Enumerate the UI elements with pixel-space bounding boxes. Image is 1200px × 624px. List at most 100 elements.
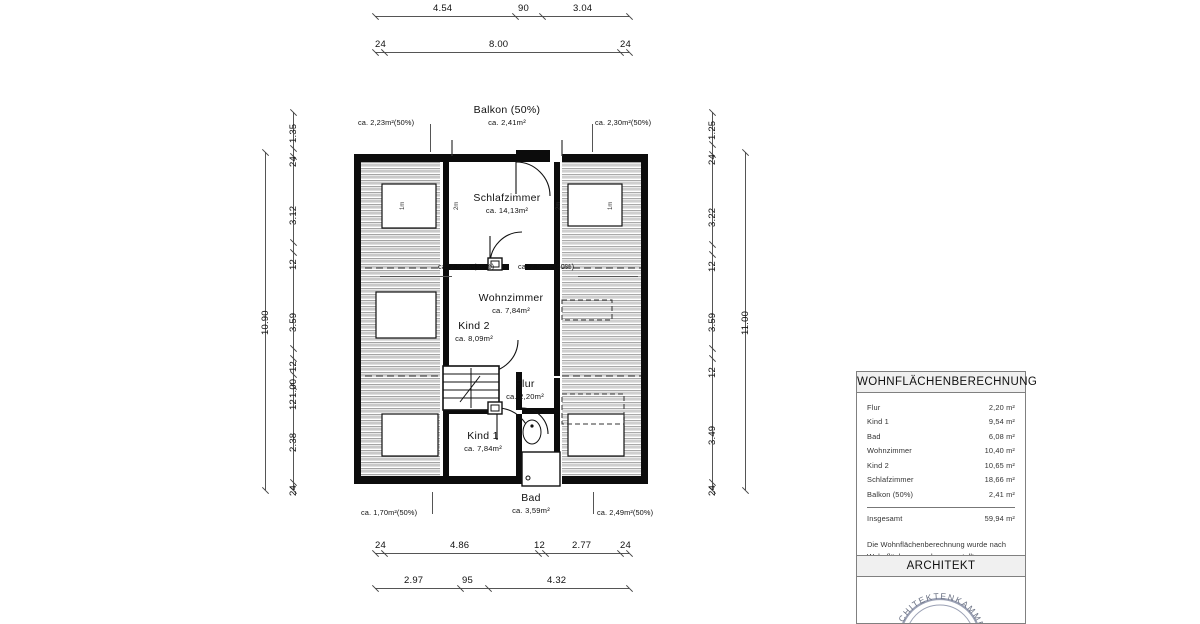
room-name-schlafzimmer: Schlafzimmer xyxy=(473,192,541,204)
room-name-kind-1: Kind 1 xyxy=(467,430,499,442)
dim-top2-2: 24 xyxy=(620,39,631,50)
dim-left-7: 12 xyxy=(288,399,299,410)
area-row-value: 2,41 m² xyxy=(988,489,1015,499)
room-label-wohnzimmer: Wohnzimmer ca. 7,84m² xyxy=(452,292,570,315)
room-area-balkon: ca. 2,41m² xyxy=(488,118,526,127)
area-total-row: Insgesamt 59,94 m² xyxy=(867,512,1015,526)
slope-label-bottom-left: ca. 1,70m²(50%) xyxy=(361,508,418,517)
room-label-kind-2: Kind 2 ca. 8,09m² xyxy=(434,320,514,343)
slope-label-top-left: ca. 2,23m²(50%) xyxy=(358,118,415,127)
dim-left-8: 2.38 xyxy=(288,432,299,452)
area-row: Schlafzimmer 18,66 m² xyxy=(867,473,1015,487)
area-calculation-panel: WOHNFLÄCHENBERECHNUNG Flur 2,20 m² Kind … xyxy=(856,371,1037,574)
room-label-bad: Bad ca. 3,59m² xyxy=(496,492,566,515)
room-label-schlafzimmer: Schlafzimmer ca. 14,13m² xyxy=(448,192,566,215)
dim-top1-2: 3.04 xyxy=(573,3,593,14)
area-row-label: Balkon (50%) xyxy=(867,489,914,499)
area-note-line-1: Die Wohnflächenberechnung wurde nach xyxy=(867,539,1007,549)
dim-right-4: 3.59 xyxy=(707,312,718,332)
dim-right-2: 3.22 xyxy=(707,207,718,227)
room-name-bad: Bad xyxy=(521,492,541,504)
height-marker-1m-left-upper: 1m xyxy=(400,201,406,210)
room-label-kind-1: Kind 1 ca. 7,84m² xyxy=(443,430,523,453)
dim-right-5: 12 xyxy=(707,367,718,378)
slope-label-top-right: ca. 2,30m²(50%) xyxy=(595,118,652,127)
dim-top2-0: 24 xyxy=(375,39,386,50)
floor-plan-drawing: 1m 2m 2m 1m Balkon (50%) ca. 2,41m² Schl… xyxy=(340,104,702,515)
dim-bot2-2: 4.32 xyxy=(547,575,567,586)
room-area-bad: ca. 3,59m² xyxy=(512,506,550,515)
dim-bot1-4: 24 xyxy=(620,540,631,551)
room-label-flur: Flur ca. 2,20m² xyxy=(490,378,560,401)
slope-label-bottom-right: ca. 2,49m²(50%) xyxy=(597,508,654,517)
area-row-value: 9,54 m² xyxy=(988,417,1015,427)
dim-left-4: 3.59 xyxy=(288,312,299,332)
room-name-wohnzimmer: Wohnzimmer xyxy=(478,292,544,304)
area-row-value: 10,65 m² xyxy=(984,460,1015,470)
plan-geometry xyxy=(354,140,648,487)
dim-bot2-1: 95 xyxy=(462,575,473,586)
dim-right-3: 12 xyxy=(707,261,718,272)
dim-right-6: 3.49 xyxy=(707,425,718,445)
dim-left-2: 3.12 xyxy=(288,205,299,225)
floor-plan-sheet: 4.54 90 3.04 24 8.00 24 1.35 24 3.12 12 … xyxy=(0,0,1200,600)
area-row: Flur 2,20 m² xyxy=(867,401,1015,415)
area-row-value: 10,40 m² xyxy=(984,446,1015,456)
dim-bot1-1: 4.86 xyxy=(450,540,470,551)
dim-left-9: 24 xyxy=(288,485,299,496)
room-area-kind-2: ca. 8,09m² xyxy=(455,334,493,343)
area-row-value: 6,08 m² xyxy=(988,431,1015,441)
room-name-kind-2: Kind 2 xyxy=(458,320,490,332)
area-row-label: Schlafzimmer xyxy=(867,475,914,485)
architect-stamp: ARCHITEKTENKAMMER xyxy=(892,591,988,623)
room-label-balkon: Balkon (50%) ca. 2,41m² xyxy=(452,104,562,127)
room-area-kind-1: ca. 7,84m² xyxy=(464,444,502,453)
dim-bot2-0: 2.97 xyxy=(404,575,424,586)
dim-right-1: 24 xyxy=(707,154,718,165)
area-table-separator xyxy=(867,507,1015,509)
slope-label-mid-left: ca. 2,56m²(50%) xyxy=(438,262,495,271)
area-row-label: Flur xyxy=(867,403,881,412)
area-row-label: Kind 1 xyxy=(867,417,889,427)
architect-panel: ARCHITEKT ARCHITEKTENKAMMER xyxy=(856,555,1026,624)
area-calculation-title: WOHNFLÄCHENBERECHNUNG xyxy=(857,372,1037,393)
area-row: Wohnzimmer 10,40 m² xyxy=(867,444,1015,458)
dim-bot1-2: 12 xyxy=(534,540,545,551)
slope-label-mid-right: ca. 2,56m²(50%) xyxy=(518,262,575,271)
dim-left-0: 1.35 xyxy=(288,123,299,143)
area-total-label: Insgesamt xyxy=(867,514,903,524)
dim-left-5: 12 xyxy=(288,361,299,372)
dim-top1-1: 90 xyxy=(518,3,529,14)
dim-right-7: 24 xyxy=(707,485,718,496)
dim-right-total: 11.00 xyxy=(740,310,751,335)
area-row-value: 2,20 m² xyxy=(988,403,1015,412)
area-row: Bad 6,08 m² xyxy=(867,430,1015,444)
dim-bot1-3: 2.77 xyxy=(572,540,592,551)
dim-left-6: 1.00 xyxy=(288,378,299,398)
area-row-label: Kind 2 xyxy=(867,460,889,470)
area-row-label: Bad xyxy=(867,431,881,441)
architect-stamp-text: ARCHITEKTENKAMMER xyxy=(892,591,987,623)
area-row: Kind 1 9,54 m² xyxy=(867,415,1015,429)
bathroom-fixtures xyxy=(521,419,561,487)
area-row-label: Wohnzimmer xyxy=(867,446,912,456)
svg-text:ARCHITEKTENKAMMER: ARCHITEKTENKAMMER xyxy=(892,591,988,623)
dim-left-total: 10.90 xyxy=(260,310,271,335)
area-row-value: 18,66 m² xyxy=(984,475,1015,485)
room-name-flur: Flur xyxy=(515,378,535,390)
dim-bot1-0: 24 xyxy=(375,540,386,551)
dim-top1-0: 4.54 xyxy=(433,3,453,14)
architect-title: ARCHITEKT xyxy=(857,556,1025,577)
dim-top2-1: 8.00 xyxy=(489,39,509,50)
room-area-wohnzimmer: ca. 7,84m² xyxy=(492,306,530,315)
room-area-schlafzimmer: ca. 14,13m² xyxy=(485,206,529,215)
dim-right-0: 1.25 xyxy=(707,120,718,140)
area-row: Balkon (50%) 2,41 m² xyxy=(867,488,1015,502)
room-name-balkon: Balkon (50%) xyxy=(473,104,541,116)
dim-left-3: 12 xyxy=(288,259,299,270)
area-row: Kind 2 10,65 m² xyxy=(867,459,1015,473)
room-area-flur: ca. 2,20m² xyxy=(506,392,544,401)
height-marker-1m-right-upper: 1m xyxy=(608,201,614,210)
area-total-value: 59,94 m² xyxy=(984,514,1015,524)
dim-left-1: 24 xyxy=(288,156,299,167)
